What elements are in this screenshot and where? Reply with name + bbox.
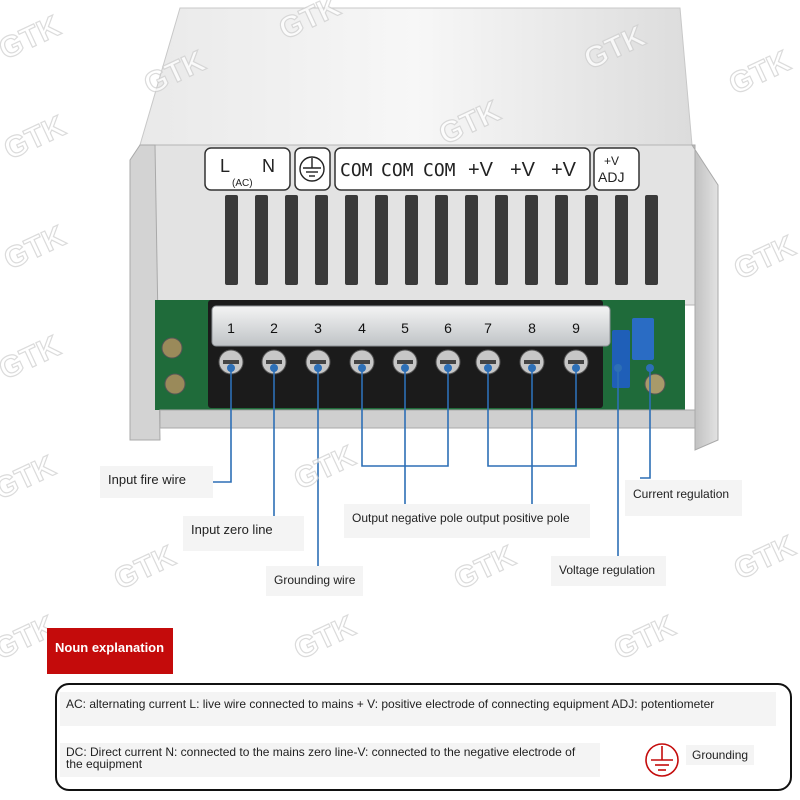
callout-grounding-wire: Grounding wire — [266, 566, 363, 596]
label-l: L — [220, 156, 230, 176]
watermark: GTK — [724, 45, 796, 102]
label-ac: (AC) — [232, 178, 253, 189]
case-right-side — [691, 144, 719, 451]
terminal-screw-slot-7 — [480, 360, 496, 364]
label-adj-plus-v: +V — [604, 154, 619, 168]
watermark: GTK — [449, 540, 521, 597]
panel-label-strip — [204, 147, 640, 191]
watermark: GTK — [0, 10, 66, 67]
watermark: GTK — [289, 440, 361, 497]
voltage-pot — [612, 330, 630, 388]
terminal-number-4: 4 — [358, 320, 366, 336]
terminal-number-7: 7 — [484, 320, 492, 336]
callout-voltage-regulation: Voltage regulation — [551, 556, 666, 586]
watermark: GTK — [289, 610, 361, 667]
ground-legend-icon — [645, 743, 679, 777]
terminal-number-2: 2 — [270, 320, 278, 336]
label-n: N — [262, 156, 275, 176]
terminal-number-9: 9 — [572, 320, 580, 336]
label-com-1: COM — [340, 160, 373, 181]
ground-symbol-icon — [299, 156, 325, 182]
case-top — [139, 7, 693, 146]
watermark: GTK — [0, 330, 66, 387]
terminal-screw-slot-5 — [397, 360, 413, 364]
terminal-screw-slot-4 — [354, 360, 370, 364]
terminal-screw-slot-1 — [223, 360, 239, 364]
label-plus-v-3: +V — [551, 159, 577, 181]
callout-input-zero-line: Input zero line — [183, 516, 304, 551]
terminal-number-6: 6 — [444, 320, 452, 336]
watermark: GTK — [609, 610, 681, 667]
terminal-screw-slot-3 — [310, 360, 326, 364]
label-plus-v-1: +V — [468, 159, 494, 181]
terminal-screws: 1 2 3 4 5 6 7 8 9 — [218, 320, 589, 375]
leader-lines — [213, 368, 651, 566]
watermark: GTK — [729, 530, 800, 587]
leader-dots — [227, 364, 654, 372]
terminal-screw-slot-2 — [266, 360, 282, 364]
watermark: GTK — [0, 450, 61, 507]
mounting-screws — [161, 337, 666, 395]
watermark: GTK — [0, 220, 71, 277]
callout-input-fire-wire: Input fire wire — [100, 466, 213, 498]
label-com-2: COM — [381, 160, 414, 181]
callout-current-regulation: Current regulation — [625, 480, 742, 516]
noun-explanation-line-1: AC: alternating current L: live wire con… — [60, 692, 776, 726]
case-left-side — [129, 144, 161, 441]
terminal-number-5: 5 — [401, 320, 409, 336]
noun-explanation-title: Noun explanation — [47, 628, 173, 674]
current-pot — [632, 318, 654, 360]
watermark: GTK — [109, 540, 181, 597]
watermark: GTK — [729, 230, 800, 287]
terminal-number-1: 1 — [227, 320, 235, 336]
vent-slots — [225, 195, 658, 285]
terminal-number-8: 8 — [528, 320, 536, 336]
callout-output-poles: Output negative pole output positive pol… — [344, 504, 590, 538]
terminal-number-3: 3 — [314, 320, 322, 336]
terminal-screw-slot-9 — [568, 360, 584, 364]
label-com-3: COM — [423, 160, 456, 181]
label-plus-v-2: +V — [510, 159, 536, 181]
noun-explanation-line-2a: DC: Direct current N: connected to the m… — [66, 745, 576, 759]
noun-explanation-line-2: DC: Direct current N: connected to the m… — [60, 743, 600, 777]
label-adj: ADJ — [598, 169, 624, 185]
base-plate — [159, 409, 696, 429]
watermark: GTK — [0, 110, 71, 167]
ground-legend-label: Grounding — [686, 745, 755, 765]
noun-explanation-line-2b: the equipment — [66, 757, 143, 771]
terminal-screw-slot-8 — [524, 360, 540, 364]
terminal-screw-slot-6 — [440, 360, 456, 364]
terminal-cover — [211, 305, 611, 347]
